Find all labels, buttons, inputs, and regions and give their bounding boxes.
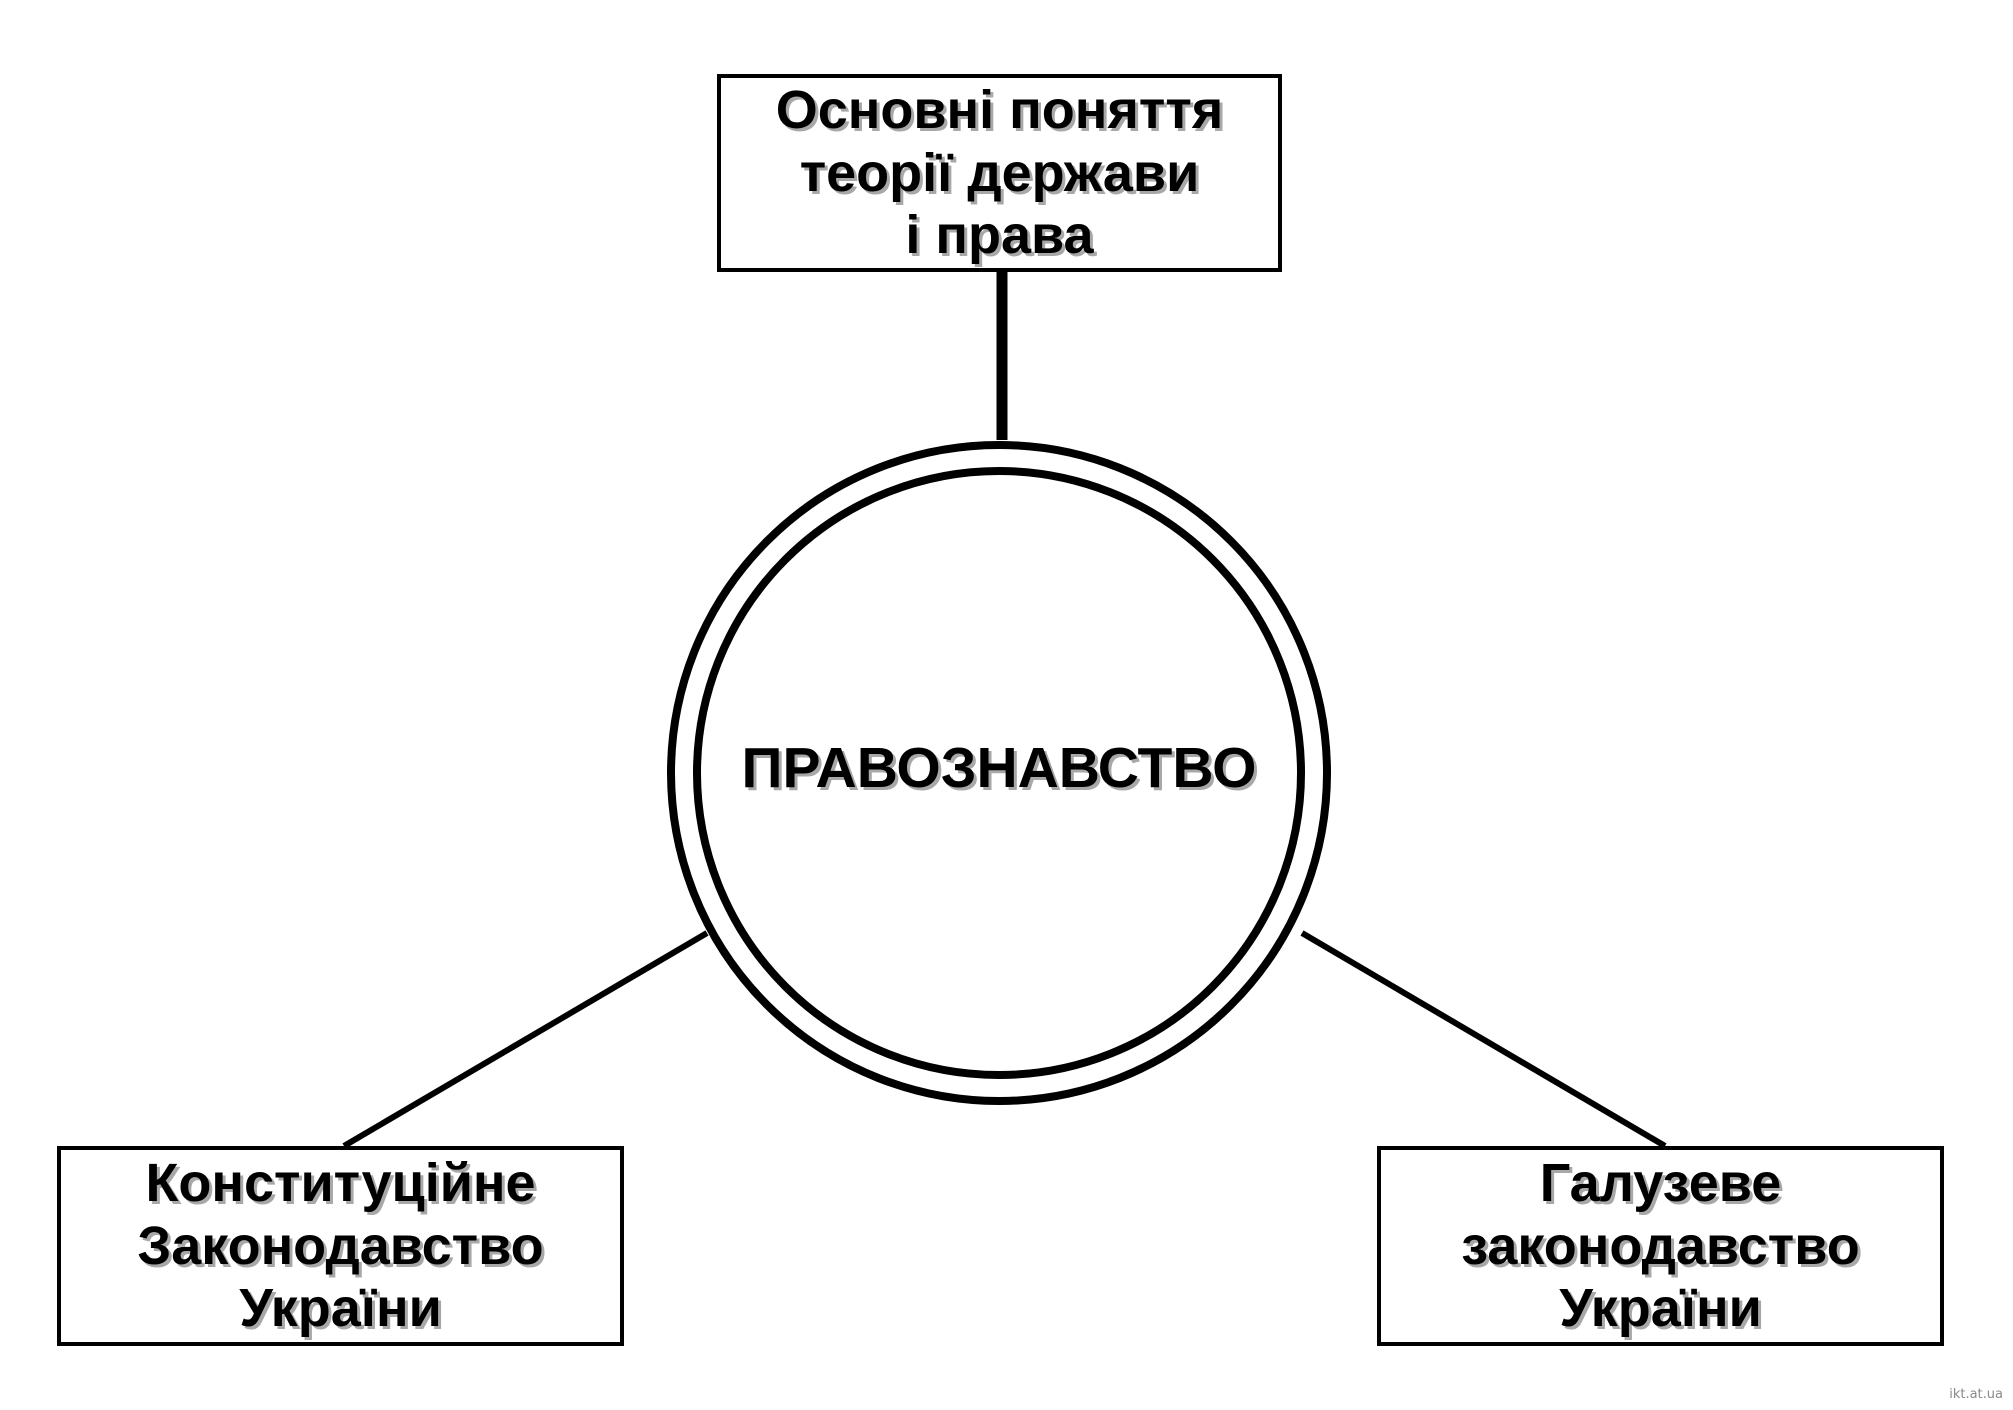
node-top-box: Основні поняття теорії держави і права [717, 74, 1282, 272]
center-circle-inner [693, 467, 1305, 1079]
node-right-box: Галузеве законодавство України [1377, 1146, 1944, 1346]
node-top-line: теорії держави [799, 142, 1200, 203]
watermark: ikt.at.ua [1949, 1387, 2003, 1402]
node-left-line: Законодавство [137, 1215, 544, 1276]
connector-right [1300, 930, 1667, 1149]
node-right-line: Галузеве [1539, 1153, 1782, 1214]
node-top-line: Основні поняття [775, 80, 1224, 141]
node-right-line: України [1559, 1278, 1762, 1339]
node-left-line: Конституційне [145, 1153, 536, 1214]
node-right-line: законодавство [1461, 1215, 1860, 1276]
center-label: ПРАВОЗНАВСТВО [741, 736, 1257, 800]
node-left-box: Конституційне Законодавство України [57, 1146, 624, 1346]
node-top-line: і права [905, 205, 1094, 266]
node-left-line: України [239, 1278, 442, 1339]
connector-left [342, 930, 709, 1149]
